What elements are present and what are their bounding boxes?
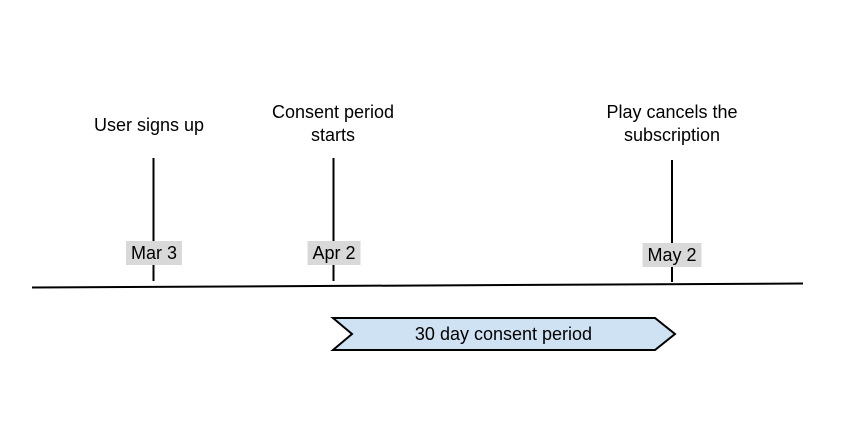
consent-period-banner-label: 30 day consent period [414,324,593,344]
event-label-consent-period-starts: Consent period starts [271,102,395,145]
event-label-user-signs-up: User signs up [93,115,205,135]
event-label-play-cancels-subscription: Play cancels the subscription [606,102,738,145]
date-chip-mar-3: Mar 3 [125,241,183,265]
timeline-axis-line [31,282,804,289]
consent-period-chevron [330,317,677,351]
date-chip-apr-2: Apr 2 [307,241,361,265]
date-chip-may-2: May 2 [642,243,702,267]
